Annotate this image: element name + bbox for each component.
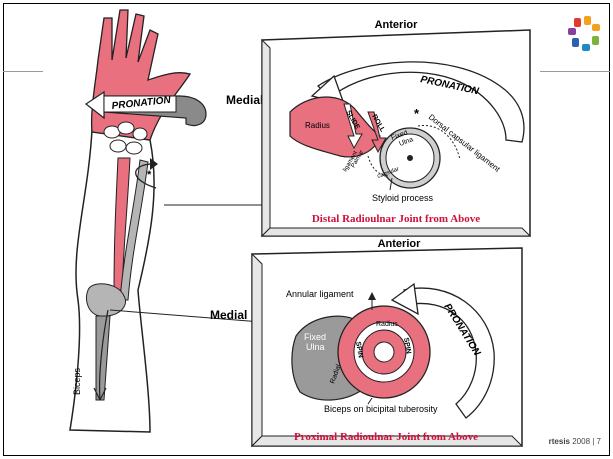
logo-icon: [568, 16, 600, 51]
proximal-annular: Annular ligament: [286, 289, 354, 299]
biceps-label: Biceps: [72, 367, 82, 395]
star-icon: *: [147, 169, 152, 181]
distal-anterior: Anterior: [375, 19, 419, 31]
slide-footer: rtesis 2008 | 7: [549, 437, 601, 446]
footer-bold-text: rtesis: [549, 437, 570, 446]
proximal-anterior: Anterior: [378, 238, 422, 250]
medial-label-top: Medial: [226, 93, 263, 107]
arm-illustration: Biceps PRONATION *: [70, 10, 206, 432]
footer-rest-text: 2008 | 7: [570, 437, 601, 446]
proximal-ulna: Ulna: [306, 342, 325, 352]
distal-caption: Distal Radioulnar Joint from Above: [312, 213, 480, 225]
distal-panel: Anterior PRONATION Radius SLIDE ROLL Fix…: [262, 19, 530, 236]
proximal-panel: Anterior Fixed Ulna Radial notch Radius …: [252, 238, 522, 446]
proximal-radius: Radius: [376, 321, 398, 328]
medial-label-bottom: Medial: [210, 308, 247, 322]
proximal-fixed: Fixed: [304, 332, 326, 342]
proximal-biceps: Biceps on bicipital tuberosity: [324, 404, 438, 414]
distal-radius: Radius: [305, 121, 330, 130]
proximal-caption: Proximal Radioulnar Joint from Above: [294, 431, 478, 443]
distal-styloid: Styloid process: [372, 193, 434, 203]
